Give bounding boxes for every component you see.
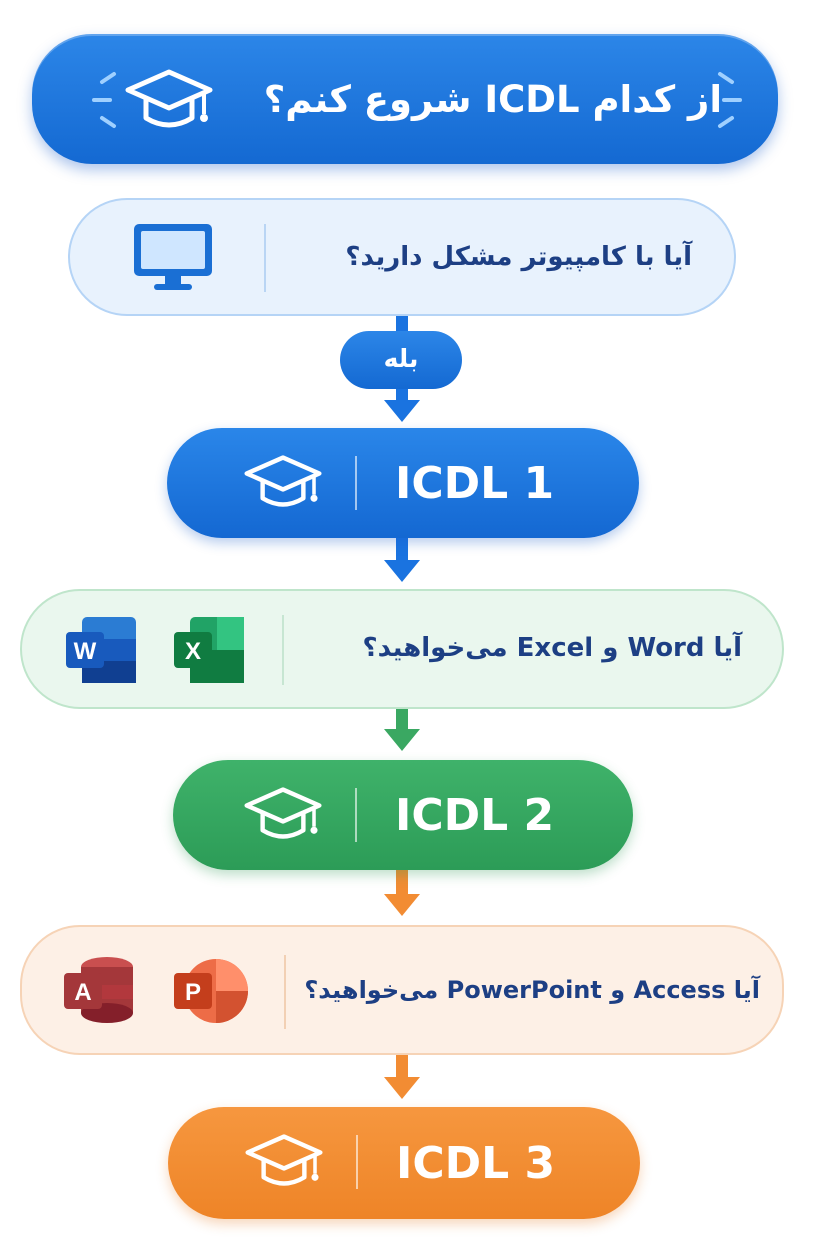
access-icon: A (64, 957, 133, 1023)
arrow-head (384, 560, 420, 582)
excel-letter: X (185, 638, 201, 665)
question-divider (282, 615, 284, 685)
connector-line (396, 870, 408, 896)
arrow-head (384, 894, 420, 916)
connector-line (396, 1055, 408, 1079)
question-divider (284, 955, 286, 1029)
question-text: آیا با کامپیوتر مشکل دارید؟ (345, 242, 692, 272)
question-divider (264, 224, 266, 292)
graduation-cap-icon (244, 787, 322, 839)
question-text: آیا Word و Excel می‌خواهید؟ (362, 633, 742, 663)
monitor-icon (134, 224, 212, 290)
arrow-head (384, 1077, 420, 1099)
arrow-head (384, 400, 420, 422)
level-divider (356, 1135, 358, 1189)
connector-line (396, 709, 408, 731)
question-word-excel: W X آیا Word و Excel می‌خواهید؟ (20, 589, 784, 709)
question-computer-trouble: آیا با کامپیوتر مشکل دارید؟ (68, 198, 736, 316)
level-icdl-1: ICDL 1 (167, 428, 639, 538)
header-banner: از کدام ICDL شروع کنم؟ (32, 34, 778, 164)
yes-label: بله (340, 331, 462, 389)
graduation-cap-icon (125, 69, 213, 128)
powerpoint-icon: P (174, 959, 248, 1023)
level-divider (355, 456, 357, 510)
level-label: ICDL 1 (395, 457, 555, 509)
level-label: ICDL 3 (396, 1137, 556, 1189)
level-label: ICDL 2 (395, 789, 555, 841)
question-text: آیا Access و PowerPoint می‌خواهید؟ (304, 976, 760, 1004)
word-icon: W (66, 617, 136, 683)
access-letter: A (74, 979, 91, 1006)
powerpoint-letter: P (185, 979, 201, 1006)
sparkle-left-icon (92, 72, 116, 128)
graduation-cap-icon (244, 455, 322, 507)
arrow-head (384, 729, 420, 751)
page-title: از کدام ICDL شروع کنم؟ (263, 78, 722, 121)
excel-icon: X (174, 617, 244, 683)
level-icdl-2: ICDL 2 (173, 760, 633, 870)
graduation-cap-icon (245, 1134, 323, 1186)
level-icdl-3: ICDL 3 (168, 1107, 640, 1219)
level-divider (355, 788, 357, 842)
connector-line (396, 538, 408, 562)
sparkle-right-icon (718, 72, 742, 128)
question-access-powerpoint: A P آیا Access و PowerPoint می‌خواهید؟ (20, 925, 784, 1055)
connector-line (396, 386, 408, 402)
word-letter: W (74, 638, 97, 665)
